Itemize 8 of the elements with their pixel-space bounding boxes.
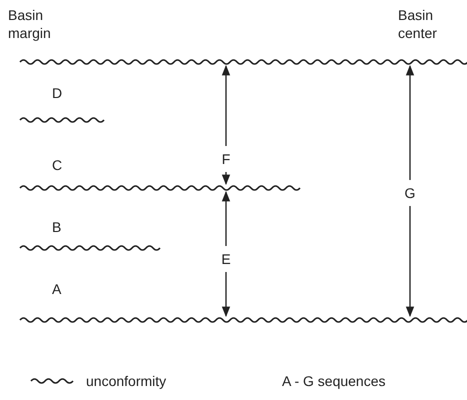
position-label: Basin center xyxy=(398,6,438,42)
note-text: A - G sequences xyxy=(282,372,387,390)
sequence-label: C xyxy=(52,156,64,174)
sequence-label: D xyxy=(52,84,64,102)
sequence-label: A xyxy=(52,280,62,298)
sequence-label: B xyxy=(52,218,62,236)
legend-text: unconformity xyxy=(86,372,166,390)
position-label: Basin margin xyxy=(8,6,52,42)
